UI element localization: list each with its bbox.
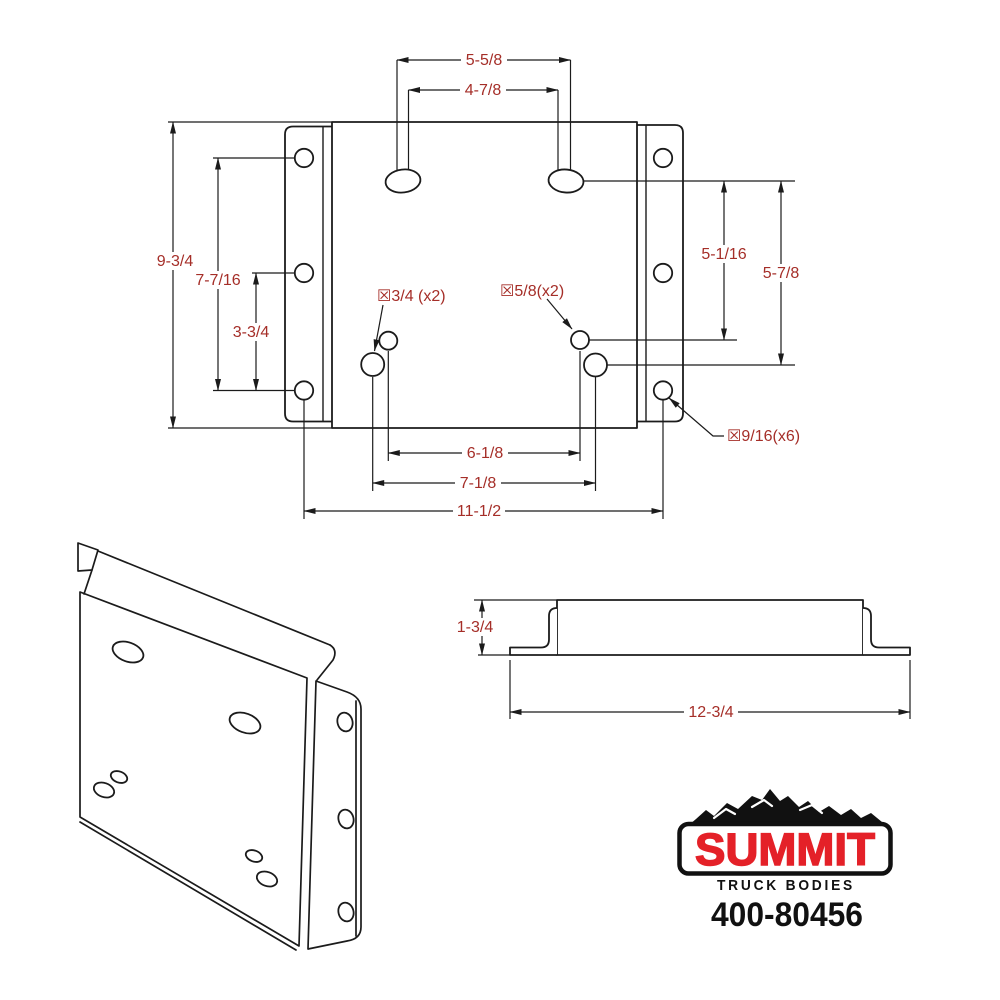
logo-brand-text: SUMMIT — [695, 824, 875, 875]
iso-small-hole — [109, 770, 129, 784]
iso-right-flange — [307, 680, 362, 950]
iso-bottom-thickness — [79, 821, 297, 951]
iso-slot — [111, 640, 145, 664]
callout-large-holes: ☒3/4 (x2) — [377, 288, 446, 305]
iso-flange-fold — [307, 680, 317, 950]
iso-flange-hole — [337, 901, 355, 923]
flange-holes — [293, 147, 674, 401]
dim-slot-inner: 4-7/8 — [465, 82, 502, 99]
iso-flange-holes — [336, 711, 355, 923]
plate-body — [331, 121, 638, 429]
side-right-foot — [862, 607, 911, 656]
callout-small-holes: ☒5/8(x2) — [500, 283, 564, 300]
logo-tagline-text: TRUCK BODIES — [717, 877, 855, 894]
flange-hole — [652, 262, 674, 284]
iso-flange-hole — [336, 711, 354, 733]
iso-top-edge — [97, 550, 331, 646]
iso-face-holes — [92, 640, 279, 888]
iso-left-tab — [77, 542, 99, 572]
flange-hole — [293, 262, 315, 284]
callout-leaders — [373, 298, 724, 437]
large-hole — [583, 352, 608, 378]
iso-small-hole — [244, 849, 264, 863]
top-view: 5-5/8 4-7/8 9-3/4 7-7/16 3-3/4 5-1/16 5-… — [152, 51, 804, 520]
dim-side-height: 1-3/4 — [457, 619, 494, 636]
side-left-foot — [509, 607, 558, 656]
iso-flange-hole — [337, 808, 355, 830]
logo: SUMMIT TRUCK BODIES 400-80456 — [677, 789, 893, 934]
mountain-snow-detail — [712, 807, 737, 820]
mountain-snow-detail — [750, 798, 774, 809]
center-holes — [360, 330, 608, 378]
flange-hole — [652, 380, 674, 401]
flange-hole — [652, 147, 674, 169]
small-hole — [570, 330, 590, 350]
mountain-snow-detail — [798, 803, 824, 815]
side-view: 1-3/4 12-3/4 — [453, 599, 911, 721]
iso-large-hole — [255, 870, 279, 888]
iso-tab-fold — [83, 569, 93, 595]
dim-flange-holes-span: 7-7/16 — [195, 272, 240, 289]
iso-slot — [228, 711, 262, 735]
dim-side-width: 12-3/4 — [688, 704, 733, 721]
dim-slot-to-large-hole: 5-7/8 — [763, 265, 800, 282]
part-number: 400-80456 — [711, 896, 863, 934]
dim-small-holes-span: 6-1/8 — [467, 445, 504, 462]
isometric-view — [77, 542, 362, 951]
iso-large-hole — [92, 781, 116, 799]
callout-flange-holes: ☒9/16(x6) — [727, 428, 800, 445]
large-hole — [360, 352, 386, 377]
small-hole — [378, 330, 399, 351]
mounting-slots — [384, 168, 585, 194]
mountain-icon — [683, 789, 892, 832]
dim-slot-outer: 5-5/8 — [466, 52, 503, 69]
dim-plate-height: 9-3/4 — [157, 253, 194, 270]
iso-top-edge-end — [316, 644, 336, 681]
dim-flange-hole-span: 11-1/2 — [457, 503, 501, 520]
dim-slot-to-small-hole: 5-1/16 — [701, 246, 746, 263]
extension-lines — [168, 60, 795, 519]
dimension-labels: 5-5/8 4-7/8 9-3/4 7-7/16 3-3/4 5-1/16 5-… — [152, 51, 804, 520]
dim-flange-holes-lower: 3-3/4 — [233, 324, 270, 341]
dim-large-holes-span: 7-1/8 — [460, 475, 497, 492]
mounting-slot — [384, 168, 422, 194]
mounting-slot — [547, 168, 585, 194]
logo-box — [677, 821, 893, 876]
flange-hole — [293, 147, 315, 169]
side-bar — [556, 599, 864, 656]
flange-hole — [293, 380, 315, 401]
